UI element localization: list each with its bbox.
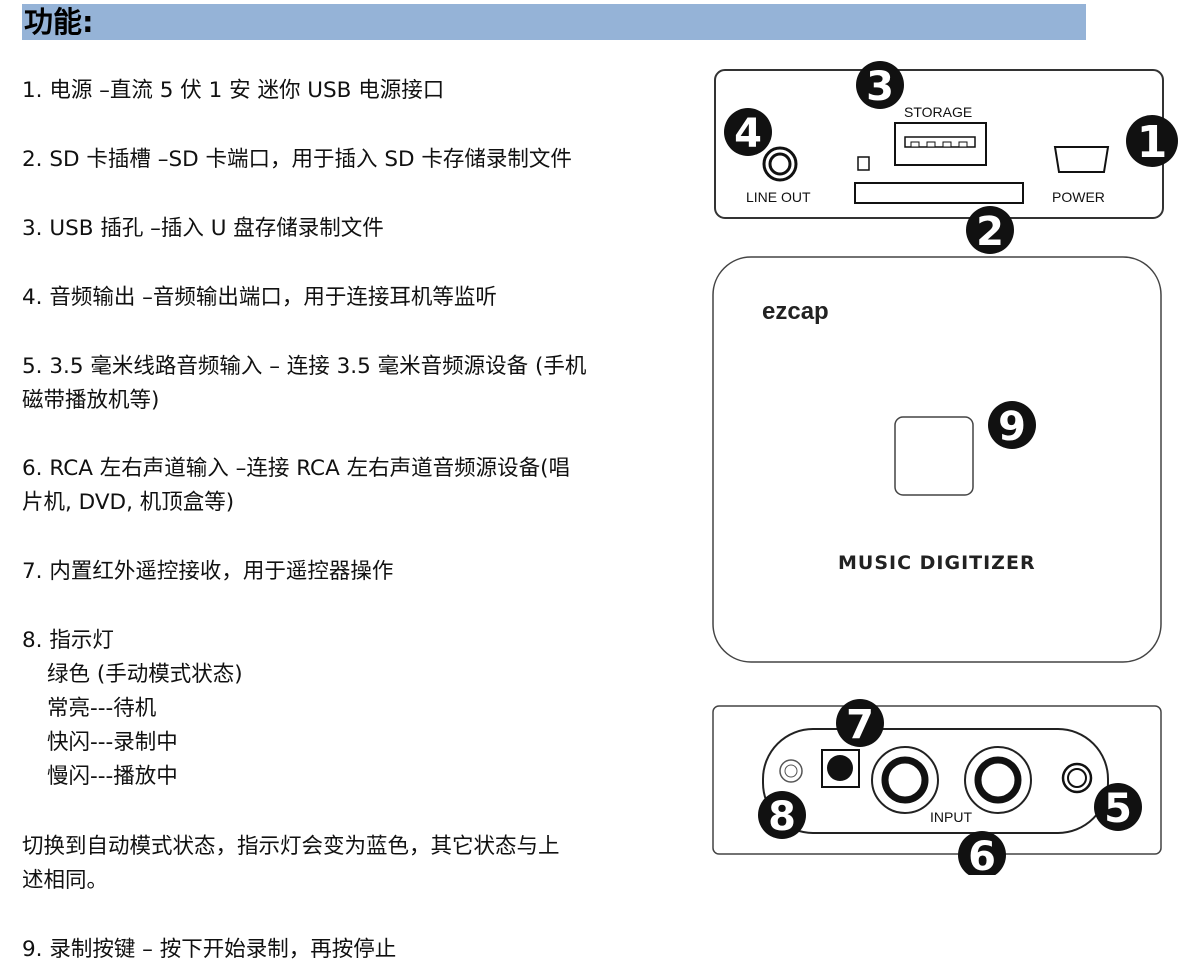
list-item: 慢闪---播放中	[47, 764, 178, 789]
svg-text:9: 9	[998, 404, 1026, 450]
header-bar: 功能:	[22, 4, 1086, 40]
badge-3: 3	[856, 61, 904, 110]
svg-text:8: 8	[768, 794, 796, 840]
list-item: 7. 内置红外遥控接收，用于遥控器操作	[22, 559, 394, 584]
badge-4: 4	[724, 108, 772, 157]
list-item: 6. RCA 左右声道输入 –连接 RCA 左右声道音频源设备(唱	[22, 456, 570, 481]
small-square-icon	[857, 156, 870, 171]
power-label: POWER	[1052, 189, 1105, 205]
record-button[interactable]	[894, 416, 974, 496]
badge-7: 7	[836, 699, 884, 748]
list-item: 9. 录制按键 – 按下开始录制，再按停止	[22, 937, 397, 962]
svg-text:5: 5	[1104, 786, 1132, 832]
svg-text:1: 1	[1137, 117, 1168, 168]
list-item: 8. 指示灯	[22, 628, 114, 653]
badge-5: 5	[1094, 783, 1142, 832]
brand-logo: ezcap	[762, 298, 829, 325]
svg-text:4: 4	[734, 111, 762, 157]
input-label: INPUT	[930, 809, 972, 825]
storage-label: STORAGE	[904, 104, 972, 120]
product-name: MUSIC DIGITIZER	[838, 552, 1036, 574]
badge-6: 6	[958, 831, 1006, 875]
rca-right-jack-icon	[964, 746, 1032, 814]
badge-2: 2	[966, 206, 1014, 255]
list-item: 3. USB 插孔 –插入 U 盘存储录制文件	[22, 216, 384, 241]
svg-text:6: 6	[968, 834, 996, 875]
svg-text:2: 2	[976, 209, 1004, 255]
list-item: 5. 3.5 毫米线路音频输入 – 连接 3.5 毫米音频源设备 (手机	[22, 354, 587, 379]
badge-8: 8	[758, 791, 806, 840]
list-item: 1. 电源 –直流 5 伏 1 安 迷你 USB 电源接口	[22, 78, 445, 103]
ir-receiver-icon	[821, 749, 860, 788]
badge-1: 1	[1126, 115, 1178, 168]
sd-slot-icon	[854, 182, 1024, 204]
page-title: 功能:	[24, 5, 94, 39]
line-out-jack-icon	[762, 146, 798, 182]
mini-usb-port-icon	[1053, 146, 1110, 173]
list-item: 绿色 (手动模式状态)	[47, 662, 243, 687]
list-item: 快闪---录制中	[47, 730, 178, 755]
svg-text:3: 3	[866, 64, 894, 110]
badge-9: 9	[988, 401, 1036, 450]
usb-port-icon	[894, 122, 987, 166]
list-item: 片机, DVD, 机顶盒等)	[22, 490, 235, 515]
line-in-jack-icon	[1061, 762, 1093, 794]
list-item: 2. SD 卡插槽 –SD 卡端口，用于插入 SD 卡存储录制文件	[22, 147, 572, 172]
list-item: 切换到自动模式状态，指示灯会变为蓝色，其它状态与上	[22, 834, 560, 859]
svg-text:7: 7	[846, 702, 874, 748]
line-out-label: LINE OUT	[746, 189, 811, 205]
list-item: 磁带播放机等)	[22, 388, 160, 413]
device-diagram: LINE OUT STORAGE POWER ezcap MUSIC DIGIT…	[712, 61, 1178, 875]
rca-left-jack-icon	[871, 746, 939, 814]
list-item: 述相同。	[22, 868, 109, 893]
list-item: 常亮---待机	[47, 696, 157, 721]
indicator-led-icon	[779, 759, 803, 783]
list-item: 4. 音频输出 –音频输出端口，用于连接耳机等监听	[22, 285, 497, 310]
